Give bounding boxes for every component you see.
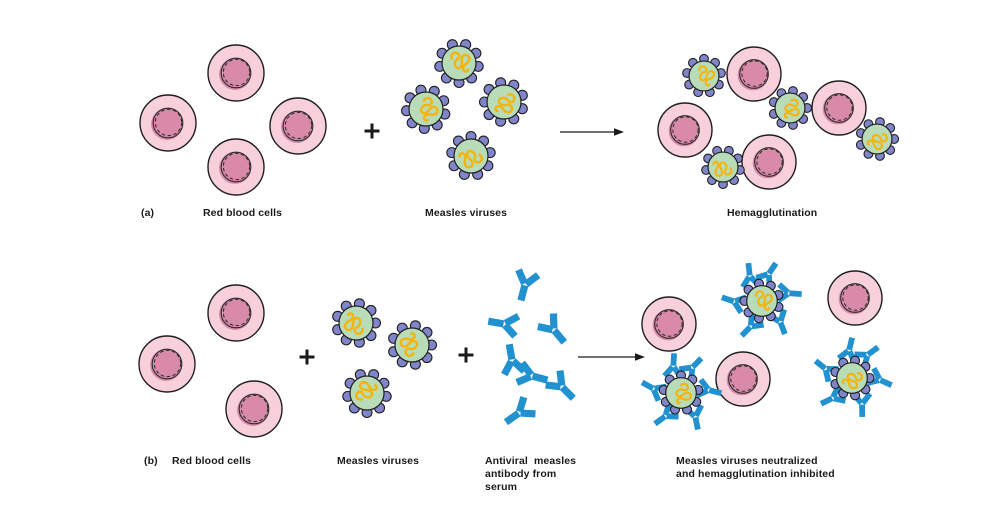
measles-virus bbox=[342, 369, 392, 419]
antibody bbox=[545, 370, 576, 401]
panel-a-label: (a) bbox=[141, 207, 155, 219]
red-blood-cell bbox=[138, 335, 196, 393]
neutralized-virus bbox=[640, 353, 722, 431]
antibody bbox=[503, 396, 536, 426]
measles-virus bbox=[446, 130, 496, 180]
plus-sign bbox=[364, 123, 380, 139]
red-blood-cell bbox=[715, 351, 771, 407]
antibody bbox=[515, 268, 541, 302]
antibody bbox=[487, 313, 521, 339]
neutralized-virus bbox=[813, 337, 893, 417]
label-measles-viruses-b: Measles viruses bbox=[337, 455, 420, 467]
measles-virus bbox=[478, 77, 528, 127]
red-blood-cell bbox=[225, 380, 283, 438]
label-antiviral-antibody: Antiviral measles antibody from serum bbox=[485, 455, 577, 493]
label-measles-viruses-a: Measles viruses bbox=[425, 207, 508, 219]
red-blood-cell bbox=[657, 102, 713, 158]
measles-virus bbox=[682, 53, 726, 98]
measles-virus bbox=[701, 145, 745, 190]
label-neutralized: Measles viruses neutralized and hemagglu… bbox=[676, 455, 835, 480]
red-blood-cell bbox=[207, 44, 265, 102]
antibody bbox=[653, 402, 679, 427]
measles-virus bbox=[332, 298, 382, 348]
label-hemagglutination: Hemagglutination bbox=[727, 207, 818, 219]
neutralized-virus bbox=[720, 261, 802, 338]
red-blood-cell bbox=[207, 284, 265, 342]
red-blood-cell bbox=[641, 296, 697, 352]
antibody bbox=[537, 313, 568, 345]
measles-virus bbox=[388, 320, 438, 370]
antibody bbox=[515, 360, 549, 386]
measles-virus bbox=[739, 278, 784, 324]
red-blood-cell bbox=[741, 134, 797, 190]
red-blood-cell bbox=[269, 97, 327, 155]
measles-virus bbox=[768, 86, 813, 130]
measles-virus bbox=[658, 370, 704, 415]
label-red-blood-cells-a: Red blood cells bbox=[203, 207, 283, 219]
plus-sign bbox=[458, 347, 474, 363]
red-blood-cell bbox=[811, 80, 867, 136]
measles-virus bbox=[855, 117, 900, 161]
red-blood-cell bbox=[827, 270, 883, 326]
antibody bbox=[501, 343, 527, 377]
measles-virus bbox=[830, 355, 875, 401]
measles-virus bbox=[434, 39, 484, 89]
measles-virus bbox=[401, 84, 451, 134]
label-red-blood-cells-b: Red blood cells bbox=[172, 455, 252, 467]
red-blood-cell bbox=[726, 46, 782, 102]
arrow bbox=[560, 128, 624, 136]
red-blood-cell bbox=[207, 138, 265, 196]
red-blood-cell bbox=[139, 94, 197, 152]
panel-b-label: (b) bbox=[144, 455, 158, 467]
plus-sign bbox=[299, 349, 315, 365]
arrow bbox=[578, 353, 645, 361]
